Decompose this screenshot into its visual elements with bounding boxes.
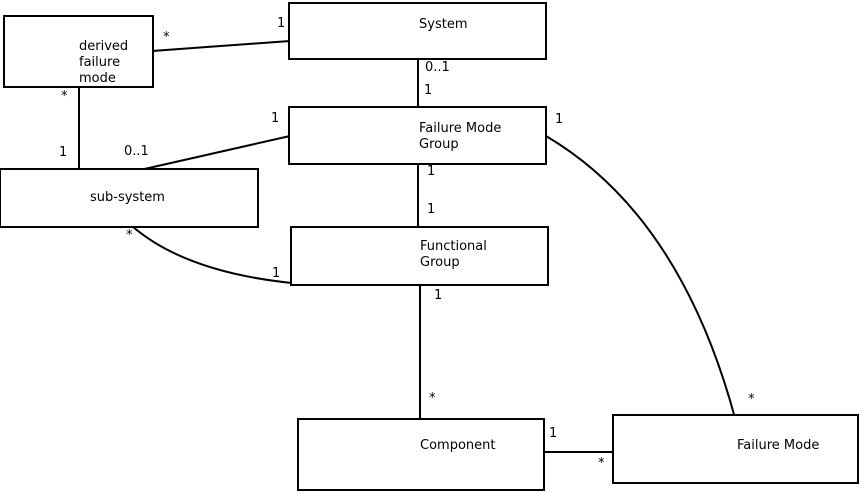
node-label-functional-group: Functional Group [420, 239, 487, 270]
node-label-system: System [419, 17, 468, 32]
node-derived-failure-mode [3, 15, 154, 88]
edge-derived-failure-mode-system [151, 40, 291, 52]
multiplicity-functional-group-component-src: 1 [434, 288, 443, 303]
multiplicity-fm-group-failure-mode-src: 1 [555, 112, 564, 127]
node-label-derived-failure-mode: derived failure mode [79, 39, 129, 86]
multiplicity-component-failure-mode-src: 1 [549, 426, 558, 441]
node-sub-system [0, 168, 259, 228]
multiplicity-derived-fm-sub-system-dst: 1 [59, 145, 68, 160]
multiplicity-system-fm-group-src: 0..1 [425, 60, 450, 75]
node-label-sub-system: sub-system [90, 190, 165, 205]
multiplicity-derived-fm-system-src: * [163, 30, 170, 45]
node-label-component: Component [420, 438, 496, 453]
multiplicity-sub-system-functional-group-src: * [126, 228, 133, 243]
multiplicity-fm-group-functional-group-dst: 1 [427, 202, 436, 217]
multiplicity-derived-fm-sub-system-src: * [61, 89, 68, 104]
node-system [288, 2, 547, 60]
multiplicity-component-failure-mode-dst: * [598, 456, 605, 471]
node-label-failure-mode: Failure Mode [737, 438, 820, 453]
node-failure-mode [612, 414, 859, 484]
node-component [297, 418, 545, 491]
multiplicity-sub-system-fm-group-dst: 1 [271, 111, 280, 126]
node-label-failure-mode-group: Failure Mode Group [419, 121, 502, 152]
node-failure-mode-group [288, 106, 547, 165]
multiplicity-system-fm-group-dst: 1 [424, 83, 433, 98]
edge-sub-system-failure-mode-group [139, 135, 291, 171]
node-functional-group [290, 226, 549, 286]
edge-sub-system-functional-group [131, 225, 293, 284]
multiplicity-fm-group-functional-group-src: 1 [427, 164, 436, 179]
multiplicity-sub-system-fm-group-src: 0..1 [124, 144, 149, 159]
edge-failure-mode-group-failure-mode [545, 135, 736, 419]
multiplicity-derived-fm-system-dst: 1 [277, 16, 286, 31]
multiplicity-fm-group-failure-mode-dst: * [748, 392, 755, 407]
multiplicity-sub-system-functional-group-dst: 1 [272, 266, 281, 281]
multiplicity-functional-group-component-dst: * [429, 391, 436, 406]
